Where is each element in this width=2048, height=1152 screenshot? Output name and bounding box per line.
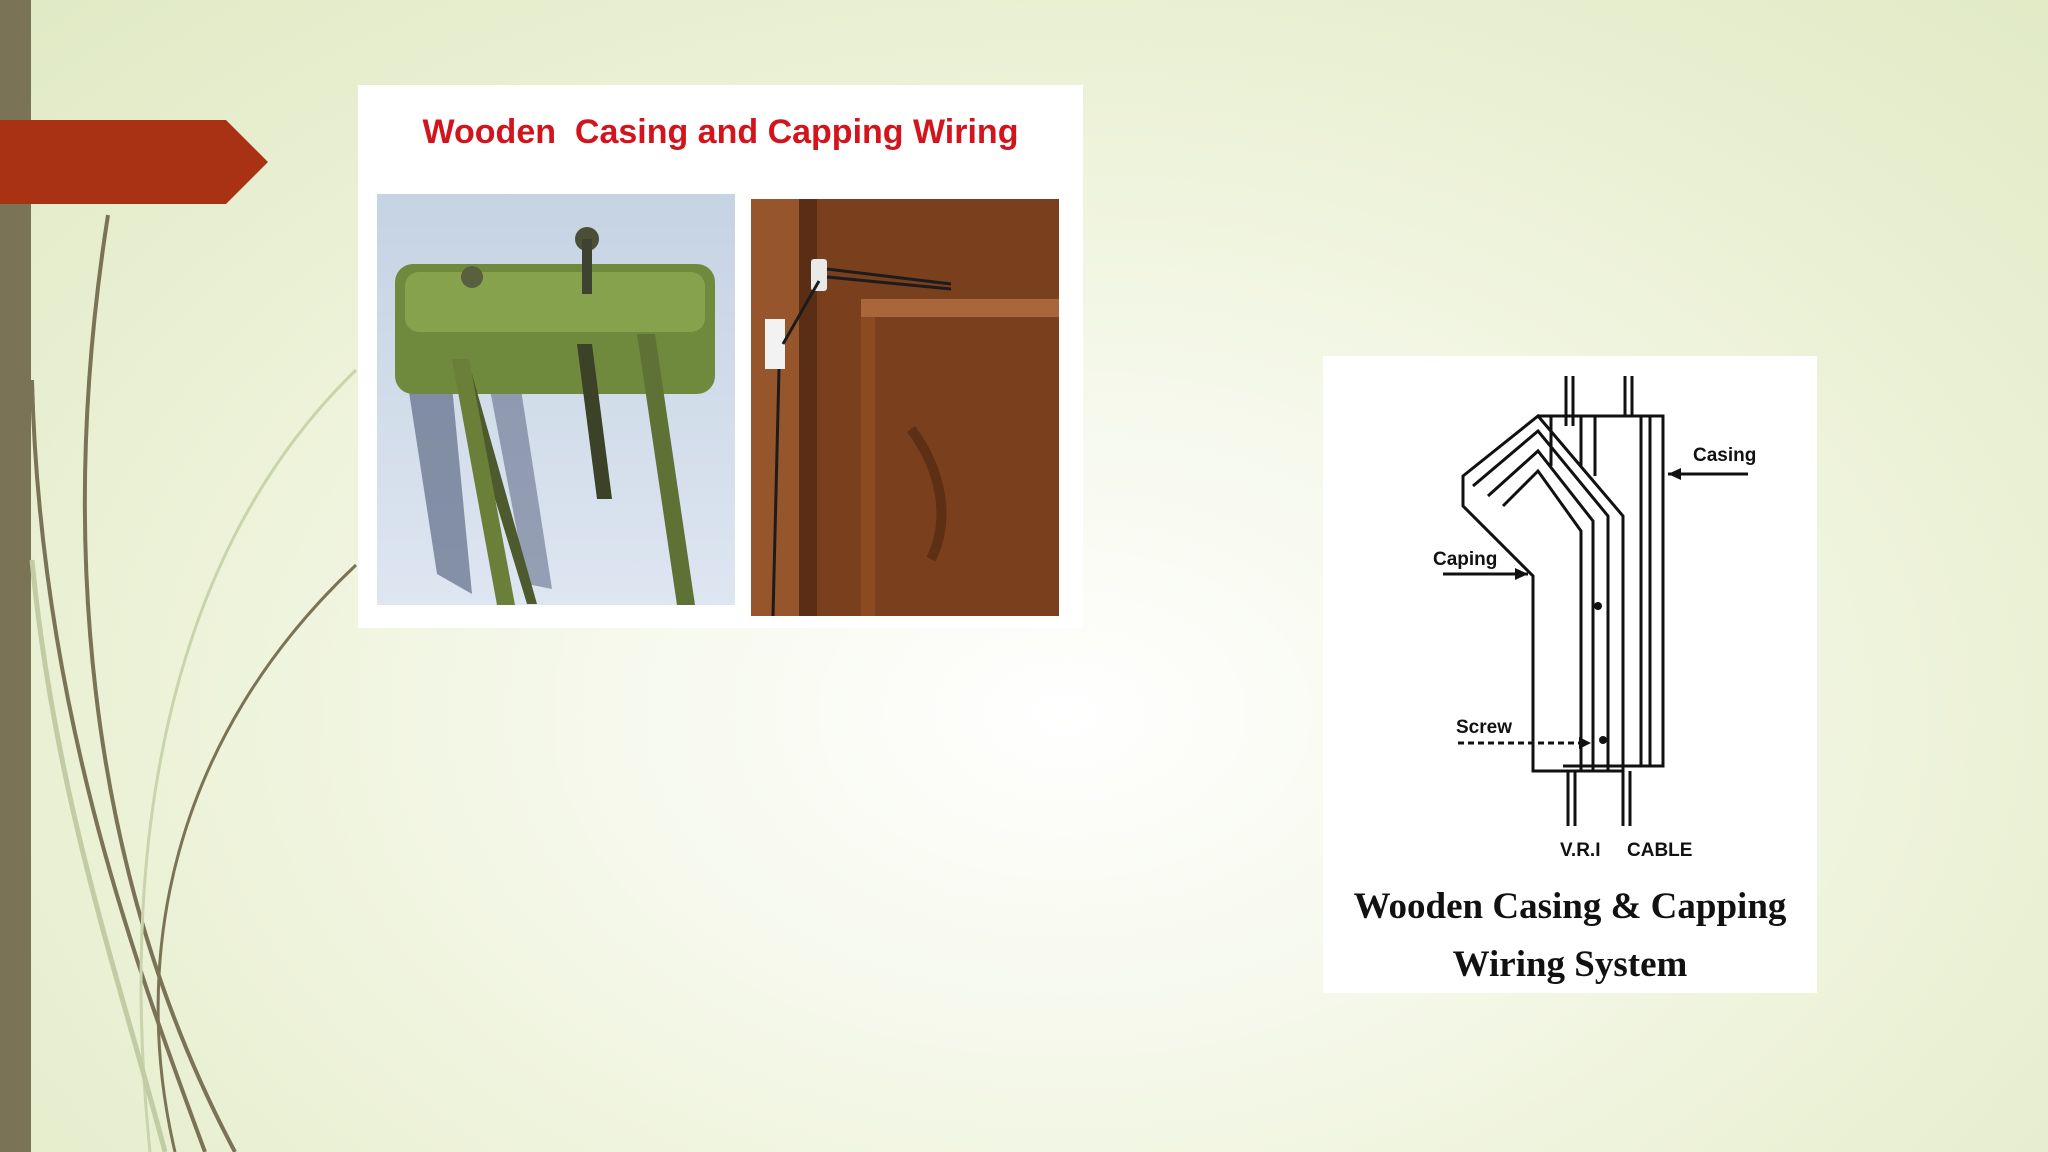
caption-line-2: Wiring System: [1452, 944, 1688, 985]
arrow-marker: [0, 120, 268, 204]
label-vri: V.R.I: [1560, 840, 1601, 861]
diagram-card: Casing Caping Screw V.R.I CABLE Wooden C…: [1323, 356, 1817, 993]
wooden-casing-wall-photo: [751, 199, 1059, 616]
label-cable: CABLE: [1627, 840, 1692, 861]
label-screw: Screw: [1456, 717, 1512, 738]
caption-line-1: Wooden Casing & Capping: [1353, 886, 1787, 927]
diagram-caption: Wooden Casing & Capping Wiring System: [1323, 878, 1817, 994]
decorative-curves: [29, 214, 358, 1152]
card-title: Wooden Casing and Capping Wiring: [422, 113, 1019, 151]
photo-card: Wooden Casing and Capping Wiring: [358, 85, 1083, 628]
casing-capping-diagram: Casing Caping Screw V.R.I CABLE: [1433, 376, 1756, 861]
label-caping: Caping: [1433, 549, 1497, 570]
label-casing: Casing: [1693, 445, 1756, 466]
wooden-cleat-photo: [377, 194, 735, 605]
